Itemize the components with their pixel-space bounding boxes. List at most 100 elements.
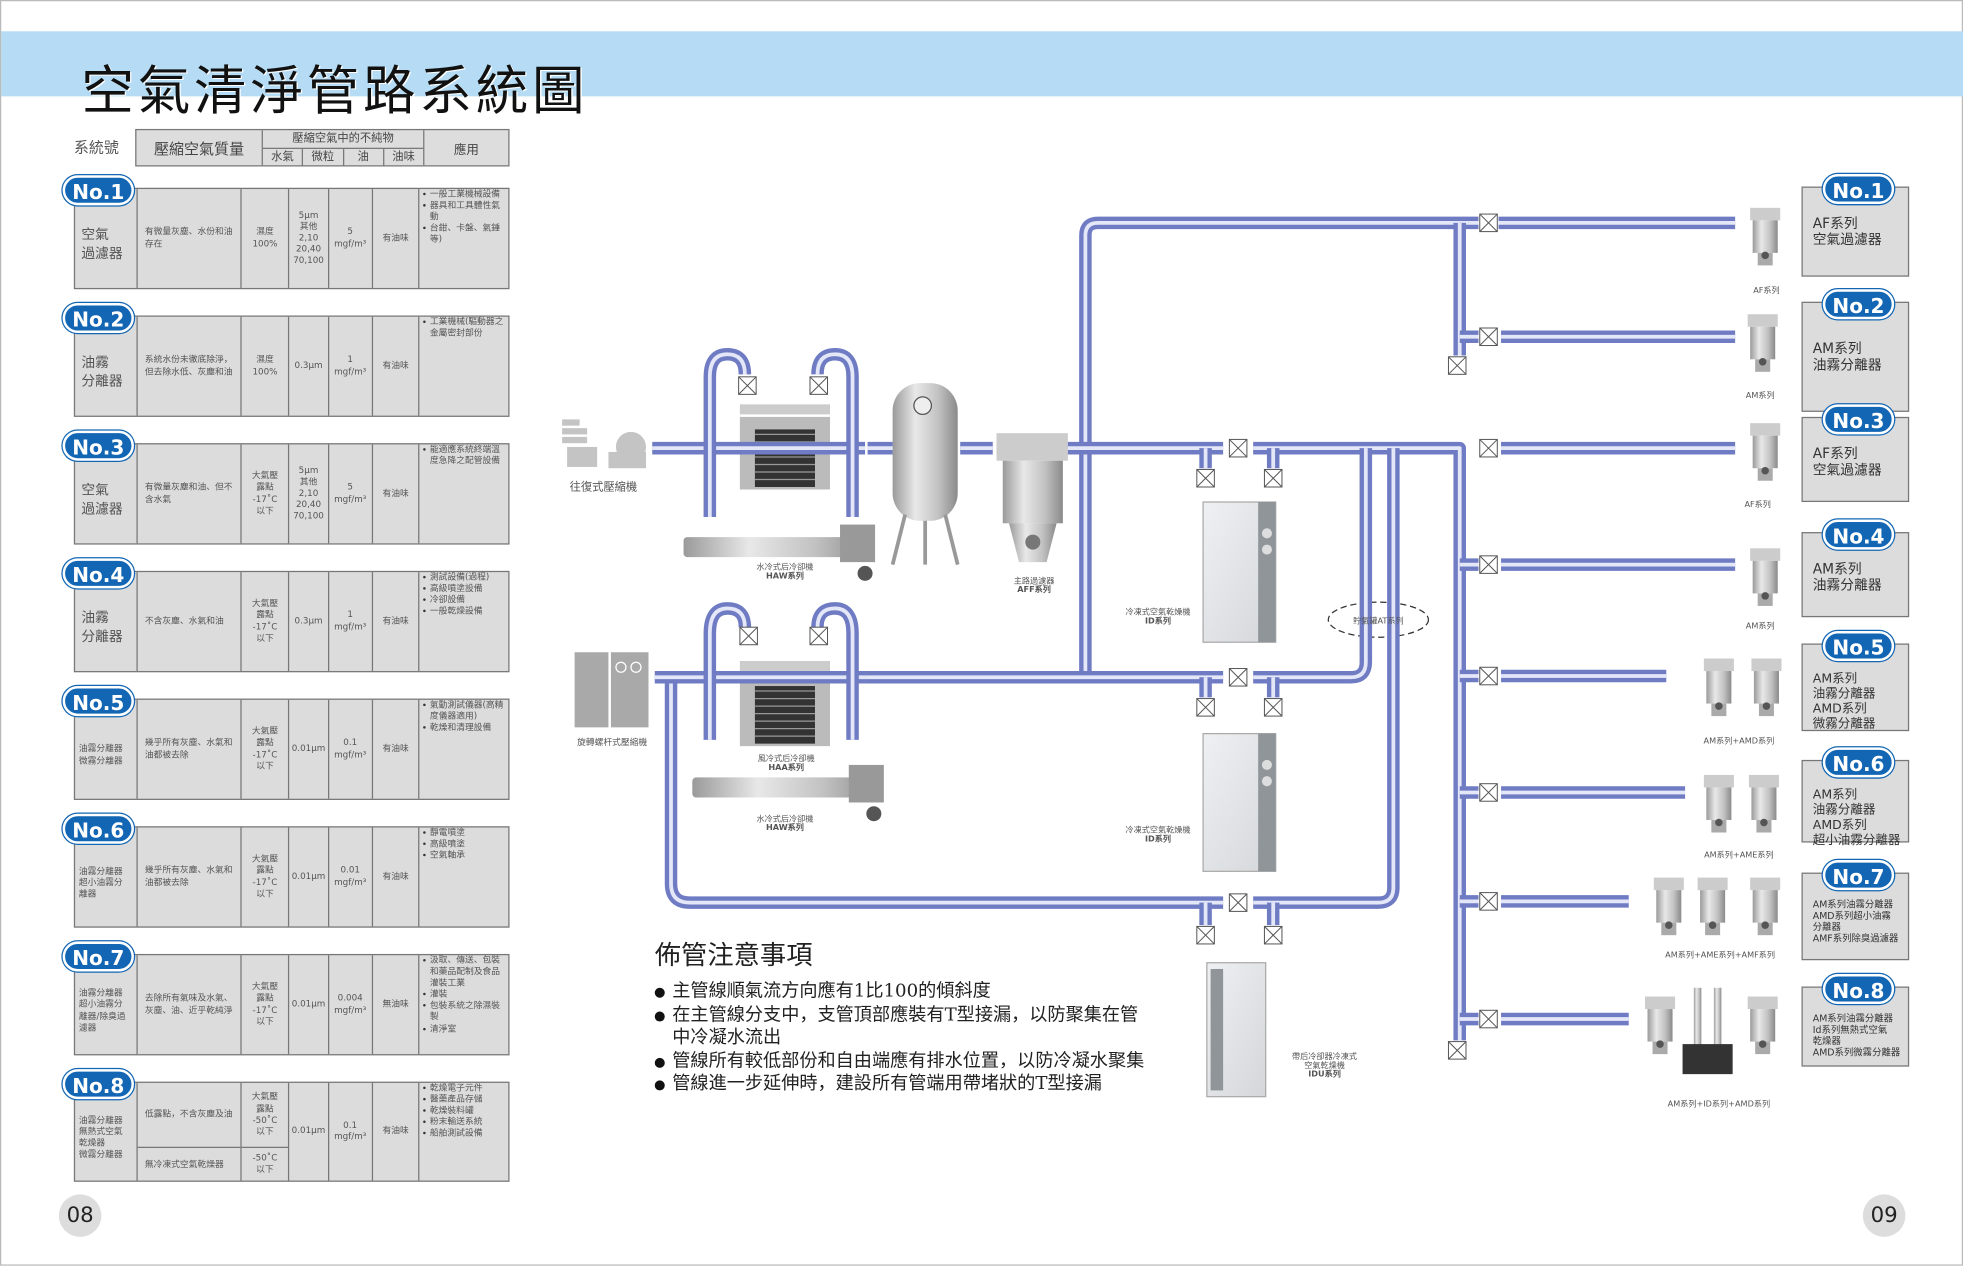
application-item: 一般工業機械設備 (423, 189, 500, 200)
row-particle: 0.01μm (289, 1082, 330, 1181)
notes-list: 主管線順氣流方向應有1比100的傾斜度在主管線分支中，支管頂部應裝有T型接漏，以… (654, 980, 1156, 1096)
row-particle: 0.01μm (289, 955, 330, 1055)
product-panel: AF系列空氣過濾器 (1801, 416, 1910, 503)
page-title: 空氣清淨管路系統圖 (81, 60, 589, 122)
equipment-label-id1: 冷凍式空氣乾燥機 (1126, 607, 1191, 617)
application-item: 汲取、傳送、包裝和藥品配制及食品灌裝工業 (423, 955, 505, 989)
water-cooled-aftercooler (692, 764, 884, 822)
application-item: 空氣軸承 (423, 850, 465, 861)
application-item: 台鉗、卡盤、氣錘等) (423, 223, 505, 246)
valve-icon[interactable] (739, 626, 758, 646)
system-number-badge: No.7 (62, 941, 134, 972)
valve-icon[interactable] (1228, 438, 1248, 458)
valve-icon[interactable] (1479, 666, 1498, 686)
air-tank-label: 貯氣罐AT系列 (1353, 615, 1404, 625)
system-number-badge: No.5 (62, 686, 134, 717)
equipment-label-haw-top: 水冷式后冷卻機 (757, 562, 814, 572)
bullet-icon (423, 1098, 427, 1101)
pipe-segment (1253, 448, 1400, 909)
valve-icon[interactable] (1479, 1009, 1498, 1029)
bullet-icon (423, 1109, 427, 1112)
valve-icon[interactable] (1228, 893, 1248, 912)
row-odor: 有油味 (373, 827, 420, 927)
product-caption: AM系列+AME系列 (1704, 850, 1774, 860)
refrigerated-dryer-id (1202, 732, 1277, 872)
valve-icon[interactable] (1447, 1041, 1467, 1060)
bullet-icon (423, 587, 427, 590)
valve-icon[interactable] (809, 626, 829, 646)
bullet-icon (423, 1004, 427, 1008)
application-item: 乾燥裝料罐 (423, 1106, 474, 1117)
header-water: 水氣 (263, 148, 304, 166)
valve-icon[interactable] (1479, 555, 1498, 574)
valve-icon[interactable] (809, 376, 829, 395)
table-header: 壓縮空氣質量 壓縮空氣中的不純物 水氣 微粒 油 油味 應用 (135, 128, 510, 167)
valve-icon[interactable] (1263, 468, 1283, 488)
product-caption: AM系列 (1746, 390, 1775, 400)
product-line: 乾燥器 (1812, 1035, 1841, 1047)
row-oil: 0.1 mgf/m³ (329, 699, 373, 799)
valve-icon[interactable] (1196, 925, 1215, 945)
pipe-segment (811, 348, 859, 518)
valve-icon[interactable] (1479, 783, 1498, 802)
valve-icon[interactable] (1228, 668, 1248, 687)
application-item: 一般乾燥設備 (423, 606, 482, 617)
row-quality-split: 低露點，不含灰塵及油無冷凍式空氣乾燥器 (137, 1082, 242, 1181)
row-application: 一般工業機械設備器具和工具體性氣動台鉗、卡盤、氣錘等) (420, 189, 508, 288)
valve-icon[interactable] (1479, 438, 1498, 458)
application-item: 靜電噴塗 (423, 828, 465, 839)
valve-icon[interactable] (1196, 468, 1215, 488)
filter-unit-icon (1703, 774, 1734, 833)
equipment-label-haw-top: HAW系列 (766, 570, 804, 580)
product-number-badge: No.3 (1822, 404, 1895, 435)
product-caption: AF系列 (1744, 499, 1770, 509)
bullet-icon (423, 726, 427, 729)
row-system-name: 油霧 分離器 (75, 572, 138, 672)
application-item: 高級噴塗設備 (423, 584, 482, 595)
equipment-label-id2: ID系列 (1145, 833, 1171, 843)
row-odor: 有油味 (373, 444, 420, 544)
row-system-name: 油霧分離器 無熱式空氣 乾燥器 微霧分離器 (75, 1082, 138, 1181)
system-number-badge: No.8 (62, 1069, 134, 1100)
row-oil: 1 mgf/m³ (329, 572, 373, 672)
system-no-header: 系統號 (73, 138, 119, 157)
bullet-icon (423, 204, 427, 207)
table-row: 空氣 過濾器有微量灰塵、水份和油存在濕度 100%5μm 其他 2,10 20,… (73, 187, 510, 290)
valve-icon[interactable] (1263, 925, 1283, 945)
valve-icon[interactable] (738, 376, 757, 395)
row-oil: 0.004 mgf/m³ (329, 955, 373, 1055)
valve-icon[interactable] (1479, 892, 1498, 911)
system-number-badge: No.1 (62, 175, 134, 206)
product-number-badge: No.8 (1822, 973, 1895, 1005)
valve-icon[interactable] (1196, 698, 1215, 717)
product-line: AMD系列超小油霧 (1812, 910, 1891, 922)
rotary-compressor-icon (574, 652, 649, 728)
system-number-badge: No.6 (62, 813, 134, 844)
row-water: 大氣壓 露點 -17˚C 以下 (242, 444, 290, 544)
table-row: 油霧分離器 微霧分離器幾乎所有灰塵、水氣和油都被去除大氣壓 露點 -17˚C 以… (73, 698, 510, 800)
equipment-label-haa: HAA系列 (768, 762, 804, 772)
refrigerated-dryer-id (1202, 501, 1277, 643)
bullet-icon (423, 842, 427, 846)
row-application: 氣動測試儀器(高精度儀器適用)乾燥和清理設備 (420, 700, 508, 799)
row-system-name: 油霧 分離器 (75, 316, 138, 416)
valve-icon[interactable] (1479, 327, 1498, 347)
pipe-segment (1253, 441, 1466, 1041)
product-line: 空氣過濾器 (1812, 231, 1882, 249)
product-line: 超小油霧分離器 (1812, 833, 1901, 848)
filter-unit-icon (1703, 658, 1734, 717)
notes-title: 佈管注意事項 (654, 940, 813, 971)
valve-icon[interactable] (1479, 213, 1498, 233)
rotary-compressor-label: 旋轉螺杆式壓縮機 (577, 736, 647, 748)
valve-icon[interactable] (1263, 698, 1283, 717)
row-particle: 0.01μm (289, 827, 330, 927)
product-line: AMF系列除臭過濾器 (1812, 932, 1899, 944)
valve-icon[interactable] (1447, 356, 1467, 375)
row-oil: 5 mgf/m³ (329, 444, 373, 544)
product-line: AMD系列微霧分離器 (1812, 1046, 1901, 1058)
row-particle: 0.3μm (289, 316, 330, 416)
product-line: 油霧分離器 (1812, 357, 1882, 374)
filter-unit-icon (1750, 423, 1781, 481)
